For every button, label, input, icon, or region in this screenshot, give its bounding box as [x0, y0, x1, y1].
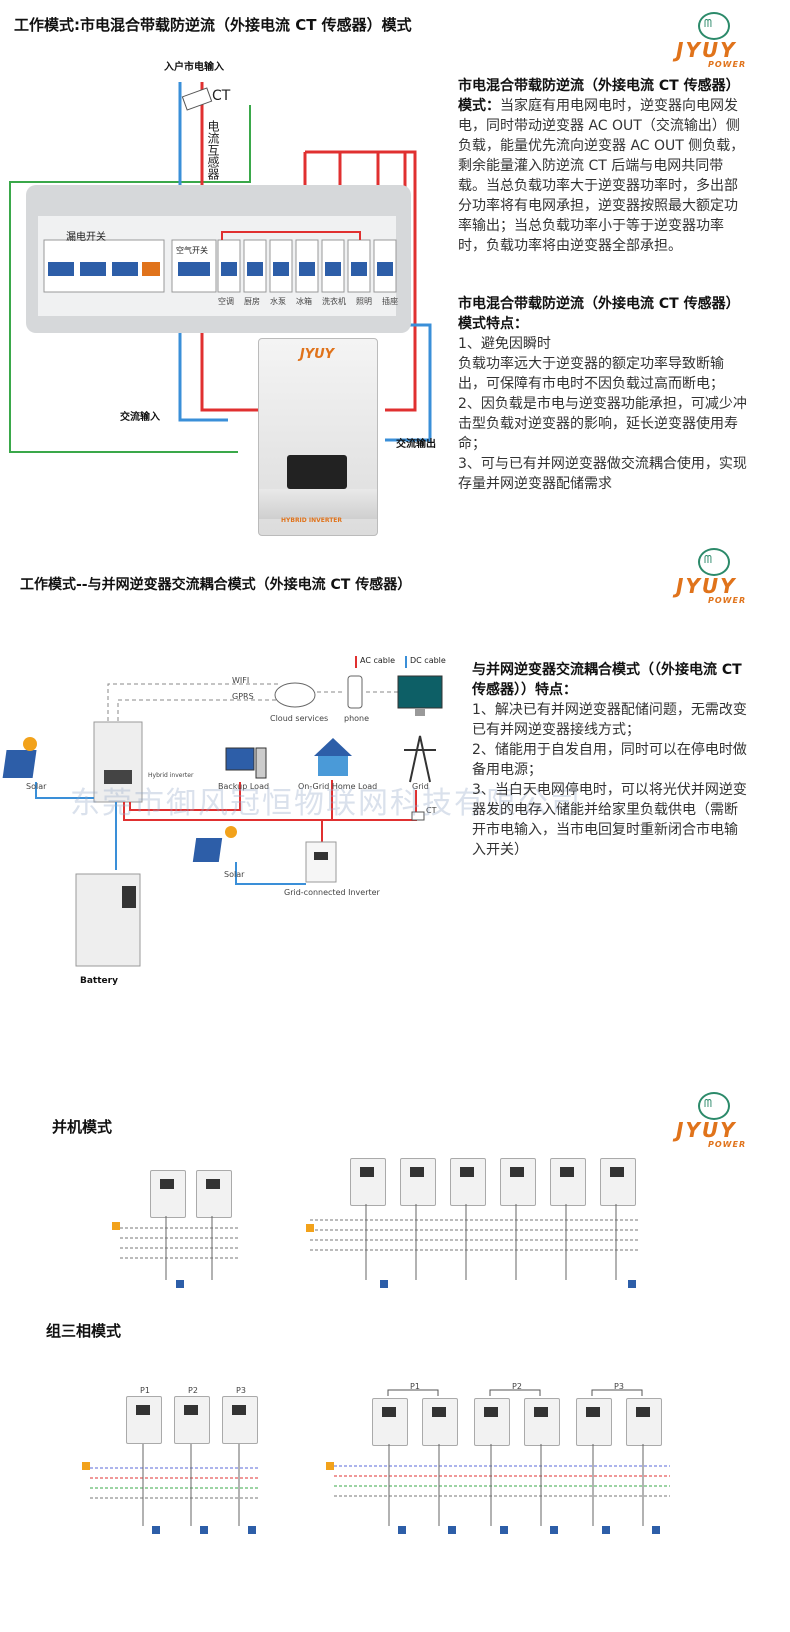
- wifi-label: WIFI: [232, 676, 250, 685]
- phase-label: P2: [512, 1382, 522, 1391]
- feature-item: 负载功率远大于逆变器的额定功率导致断输出，可保障有市电时不因负载过高而断电；: [458, 356, 724, 392]
- feature-item: 3、当白天电网停电时，可以将光伏并网逆变器发的电存入储能并给家里负载供电（需断开…: [472, 782, 747, 858]
- inverter-logo: JYUY: [299, 347, 335, 362]
- watermark: 东莞市御风冠恒物联网科技有限公司: [70, 786, 582, 821]
- section2-feature-title: 与并网逆变器交流耦合模式（（外接电流 CT 传感器））特点：: [472, 662, 742, 698]
- logo-sub: POWER: [708, 596, 747, 605]
- section1-features: 市电混合带载防逆流（外接电流 CT 传感器）模式特点： 1、避免因瞬时 负载功率…: [458, 294, 748, 494]
- load-label: 厨房: [244, 297, 260, 306]
- phase-label: P1: [140, 1386, 150, 1395]
- logo-word: JYUY: [676, 38, 737, 62]
- load-label: 插座: [382, 297, 398, 306]
- hybrid-label: Hybrid inverter: [148, 772, 194, 779]
- mini-inverter: [422, 1398, 458, 1446]
- section2-features: 与并网逆变器交流耦合模式（（外接电流 CT 传感器））特点： 1、解决已有并网逆…: [472, 660, 748, 860]
- phase-label: P3: [236, 1386, 246, 1395]
- grid-label: Grid: [412, 782, 429, 791]
- mini-inverter: [196, 1170, 232, 1218]
- ac-output-label: 交流输出: [396, 439, 436, 450]
- ct2-label: CT: [426, 806, 437, 815]
- leakage-switch-label: 漏电开关: [66, 232, 106, 243]
- legend-ac: AC cable: [360, 656, 395, 665]
- solar-label: Solar: [26, 782, 47, 791]
- mini-inverter: [372, 1398, 408, 1446]
- mini-inverter: [400, 1158, 436, 1206]
- mini-inverter: [126, 1396, 162, 1444]
- inverter-caption: HYBRID INVERTER: [281, 517, 343, 524]
- battery-label: Battery: [80, 976, 118, 986]
- feature-item: 2、储能用于自发自用，同时可以在停电时做备用电源；: [472, 742, 747, 778]
- grid-input-label: 入户市电输入: [164, 62, 224, 73]
- gprs-label: GPRS: [232, 692, 254, 701]
- solar2-label: Solar: [224, 870, 245, 879]
- section1-description: 市电混合带载防逆流（外接电流 CT 传感器）模式：当家庭有用电网电时，逆变器向电…: [458, 76, 748, 256]
- logo-word: JYUY: [676, 1118, 737, 1142]
- section1-title: 工作模式:市电混合带载防逆流（外接电流 CT 传感器）模式: [14, 16, 412, 34]
- mini-inverter: [474, 1398, 510, 1446]
- load-label: 冰箱: [296, 297, 312, 306]
- section1-desc-title: 市电混合带载防逆流（外接电流 CT 传感器）模式：: [458, 78, 740, 114]
- hybrid-inverter: JYUY HYBRID INVERTER: [258, 338, 378, 536]
- mini-inverter: [174, 1396, 210, 1444]
- three-phase-mode-title: 组三相模式: [46, 1322, 122, 1340]
- parallel-wiring: [112, 1204, 640, 1288]
- load-label: 空调: [218, 297, 234, 306]
- mini-inverter: [550, 1158, 586, 1206]
- logo-ring-icon: ᗰ: [698, 548, 730, 576]
- mini-inverter: [500, 1158, 536, 1206]
- feature-item: 1、避免因瞬时: [458, 336, 551, 352]
- load-label: 照明: [356, 297, 372, 306]
- mini-inverter: [600, 1158, 636, 1206]
- ac-input-label: 交流输入: [120, 412, 160, 423]
- ct-label: CT: [212, 88, 231, 104]
- load-label: 水泵: [270, 297, 286, 306]
- phase-label: P2: [188, 1386, 198, 1395]
- home-load-label: On-Grid Home Load: [298, 782, 378, 791]
- cloud-label: Cloud services: [270, 714, 329, 723]
- load-label: 洗衣机: [322, 297, 346, 306]
- mini-inverter: [222, 1396, 258, 1444]
- wiring-diagram: [9, 82, 432, 453]
- mini-inverter: [450, 1158, 486, 1206]
- logo-word: JYUY: [676, 574, 737, 598]
- section2-title: 工作模式--与并网逆变器交流耦合模式（外接电流 CT 传感器）: [20, 577, 412, 593]
- mini-inverter: [626, 1398, 662, 1446]
- jyuy-logo-1: ᗰ JYUY POWER: [676, 12, 756, 69]
- legend-dc: DC cable: [410, 656, 446, 665]
- phase-label: P1: [410, 1382, 420, 1391]
- mini-inverter: [576, 1398, 612, 1446]
- backup-load-label: Backup Load: [218, 782, 270, 791]
- phone-label: phone: [344, 714, 370, 723]
- transformer-label: 电流互感器: [206, 120, 220, 180]
- mini-inverter: [350, 1158, 386, 1206]
- feature-item: 3、可与已有并网逆变器做交流耦合使用，实现存量并网逆变器配储需求: [458, 456, 747, 492]
- jyuy-logo-3: ᗰ JYUY POWER: [676, 1092, 756, 1149]
- mini-inverter: [524, 1398, 560, 1446]
- mini-inverter: [150, 1170, 186, 1218]
- load-labels: 空调 厨房 水泵 冰箱 洗衣机 照明 插座: [218, 296, 398, 307]
- phase-label: P3: [614, 1382, 624, 1391]
- logo-ring-icon: ᗰ: [698, 12, 730, 40]
- logo-sub: POWER: [708, 1140, 747, 1149]
- grid-inverter-label: Grid-connected Inverter: [284, 888, 380, 897]
- parallel-mode-title: 并机模式: [52, 1118, 113, 1136]
- air-switch-label: 空气开关: [176, 246, 208, 255]
- logo-ring-icon: ᗰ: [698, 1092, 730, 1120]
- logo-sub: POWER: [708, 60, 747, 69]
- section1-desc-body: 当家庭有用电网电时，逆变器向电网发电，同时带动逆变器 AC OUT（交流输出）侧…: [458, 98, 745, 254]
- feature-item: 2、因负载是市电与逆变器功能承担，可减少冲击型负载对逆变器的影响，延长逆变器使用…: [458, 396, 747, 452]
- three-phase-wiring: [82, 1389, 670, 1534]
- feature-item: 1、解决已有并网逆变器配储问题，无需改变已有并网逆变器接线方式；: [472, 702, 747, 738]
- coupling-diagram: [2, 656, 443, 967]
- section1-feature-title: 市电混合带载防逆流（外接电流 CT 传感器）模式特点：: [458, 296, 740, 332]
- inverter-display: [287, 455, 347, 489]
- jyuy-logo-2: ᗰ JYUY POWER: [676, 548, 756, 605]
